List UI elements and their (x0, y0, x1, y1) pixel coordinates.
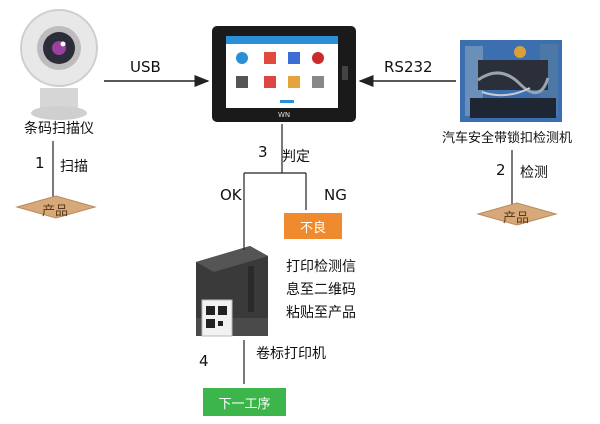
hmi-touch-panel-icon (212, 26, 356, 122)
print-desc-line-3: 粘贴至产品 (286, 305, 356, 321)
hmi-logo: WN (278, 111, 291, 119)
print-description: 打印检测信 息至二维码 粘贴至产品 (286, 256, 356, 325)
product-label-right: 产品 (503, 211, 530, 226)
usb-label: USB (130, 58, 161, 76)
barcode-scanner-icon (20, 9, 98, 120)
print-desc-line-2: 息至二维码 (286, 282, 356, 298)
ok-label: OK (220, 186, 242, 204)
print-desc-line-1: 打印检测信 (286, 259, 356, 275)
label-printer-icon (196, 246, 268, 337)
step-3-number: 3 (258, 143, 268, 161)
step-1-number: 1 (35, 154, 45, 172)
rs232-label: RS232 (384, 58, 433, 76)
next-step-badge: 下一工序 (203, 388, 286, 416)
step-2-number: 2 (496, 161, 506, 179)
tester-label: 汽车安全带锁扣检测机 (442, 131, 573, 146)
product-diamond-right (476, 202, 558, 226)
product-label-left: 产品 (42, 204, 69, 219)
ng-label: NG (324, 186, 347, 204)
step-3-label: 判定 (282, 149, 310, 165)
step-4-number: 4 (199, 352, 209, 370)
product-diamond-left (15, 195, 97, 219)
step-1-label: 扫描 (60, 159, 88, 175)
reject-badge: 不良 (284, 213, 342, 239)
seatbelt-tester-photo (460, 40, 562, 122)
step-4-label: 卷标打印机 (256, 346, 326, 362)
scanner-label: 条码扫描仪 (24, 121, 94, 137)
step-2-label: 检测 (520, 165, 548, 181)
